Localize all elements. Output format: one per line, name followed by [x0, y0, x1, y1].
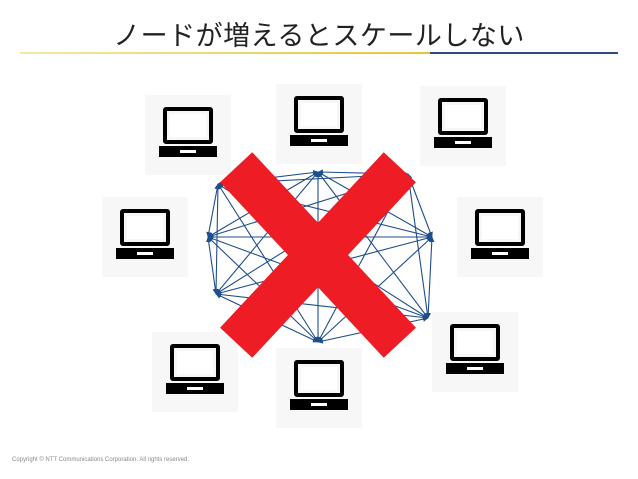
mesh-edge [205, 236, 219, 295]
laptop-icon [153, 103, 223, 173]
laptop-icon [465, 205, 535, 275]
mesh-edge [405, 173, 431, 319]
laptop-icon [440, 320, 510, 390]
laptop-icon [160, 340, 230, 410]
copyright-text: Copyright © NTT Communications Corporati… [12, 457, 190, 463]
laptop-icon [110, 205, 180, 275]
laptop-icon [284, 92, 354, 162]
cross-mark-icon [220, 152, 416, 358]
mesh-edge [206, 183, 220, 238]
title-underline-gold [20, 52, 430, 54]
node-layer [102, 84, 543, 428]
laptop-icon [428, 94, 498, 164]
laptop-icon [284, 356, 354, 426]
mesh-edge [213, 183, 221, 295]
slide-title: ノードが増えるとスケールしない [113, 21, 525, 52]
title-underline-blue [430, 52, 618, 54]
mesh-edge [425, 236, 435, 319]
